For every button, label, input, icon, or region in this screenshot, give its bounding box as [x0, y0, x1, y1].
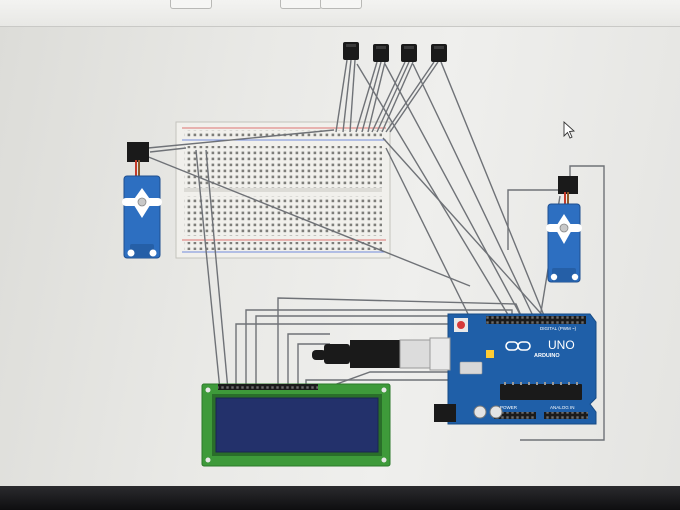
top-toolbar [0, 0, 680, 27]
sensor-2[interactable] [373, 44, 389, 62]
toolbar-button-icon[interactable] [170, 0, 212, 9]
schematic-view: ARDUINO UNO DIGITAL (PWM ~) POWER ANALOG… [122, 42, 605, 467]
lcd-display[interactable] [201, 383, 391, 467]
power-pins-label: POWER [500, 405, 518, 410]
analog-pins-label: ANALOG IN [550, 405, 575, 410]
sensor-3[interactable] [401, 44, 417, 62]
monitor-bezel [0, 486, 680, 510]
arduino-logo-text: ARDUINO [534, 353, 560, 359]
circuit-canvas[interactable]: ARDUINO UNO DIGITAL (PWM ~) POWER ANALOG… [0, 0, 680, 492]
usb-cable[interactable] [312, 337, 451, 371]
digital-pins-label: DIGITAL (PWM ~) [540, 326, 577, 331]
board-model-label: UNO [548, 338, 575, 352]
servo-left[interactable] [122, 142, 162, 259]
arduino-board[interactable]: ARDUINO UNO DIGITAL (PWM ~) POWER ANALOG… [434, 313, 597, 425]
sensor-4[interactable] [431, 44, 447, 62]
servo-right[interactable] [546, 176, 582, 283]
mouse-pointer-icon [563, 120, 576, 139]
breadboard[interactable] [175, 121, 391, 259]
toolbar-button-icon[interactable] [320, 0, 362, 9]
sensor-1[interactable] [343, 42, 359, 60]
